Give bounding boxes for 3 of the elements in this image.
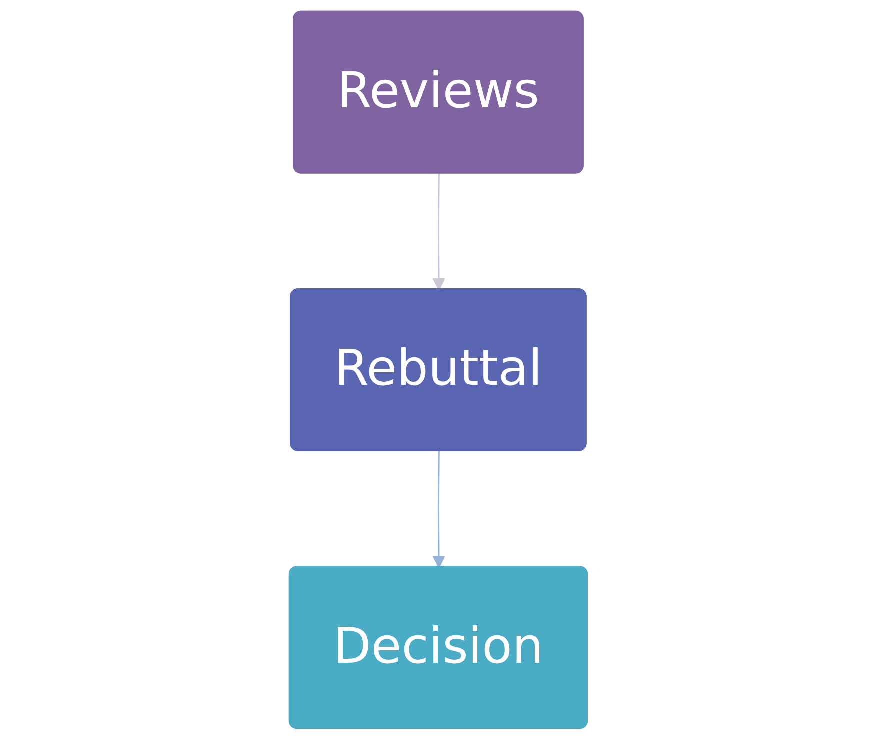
process-box: Rebuttal: [290, 288, 587, 452]
process-box: Decision: [288, 566, 588, 730]
process-box: Reviews: [293, 10, 584, 174]
